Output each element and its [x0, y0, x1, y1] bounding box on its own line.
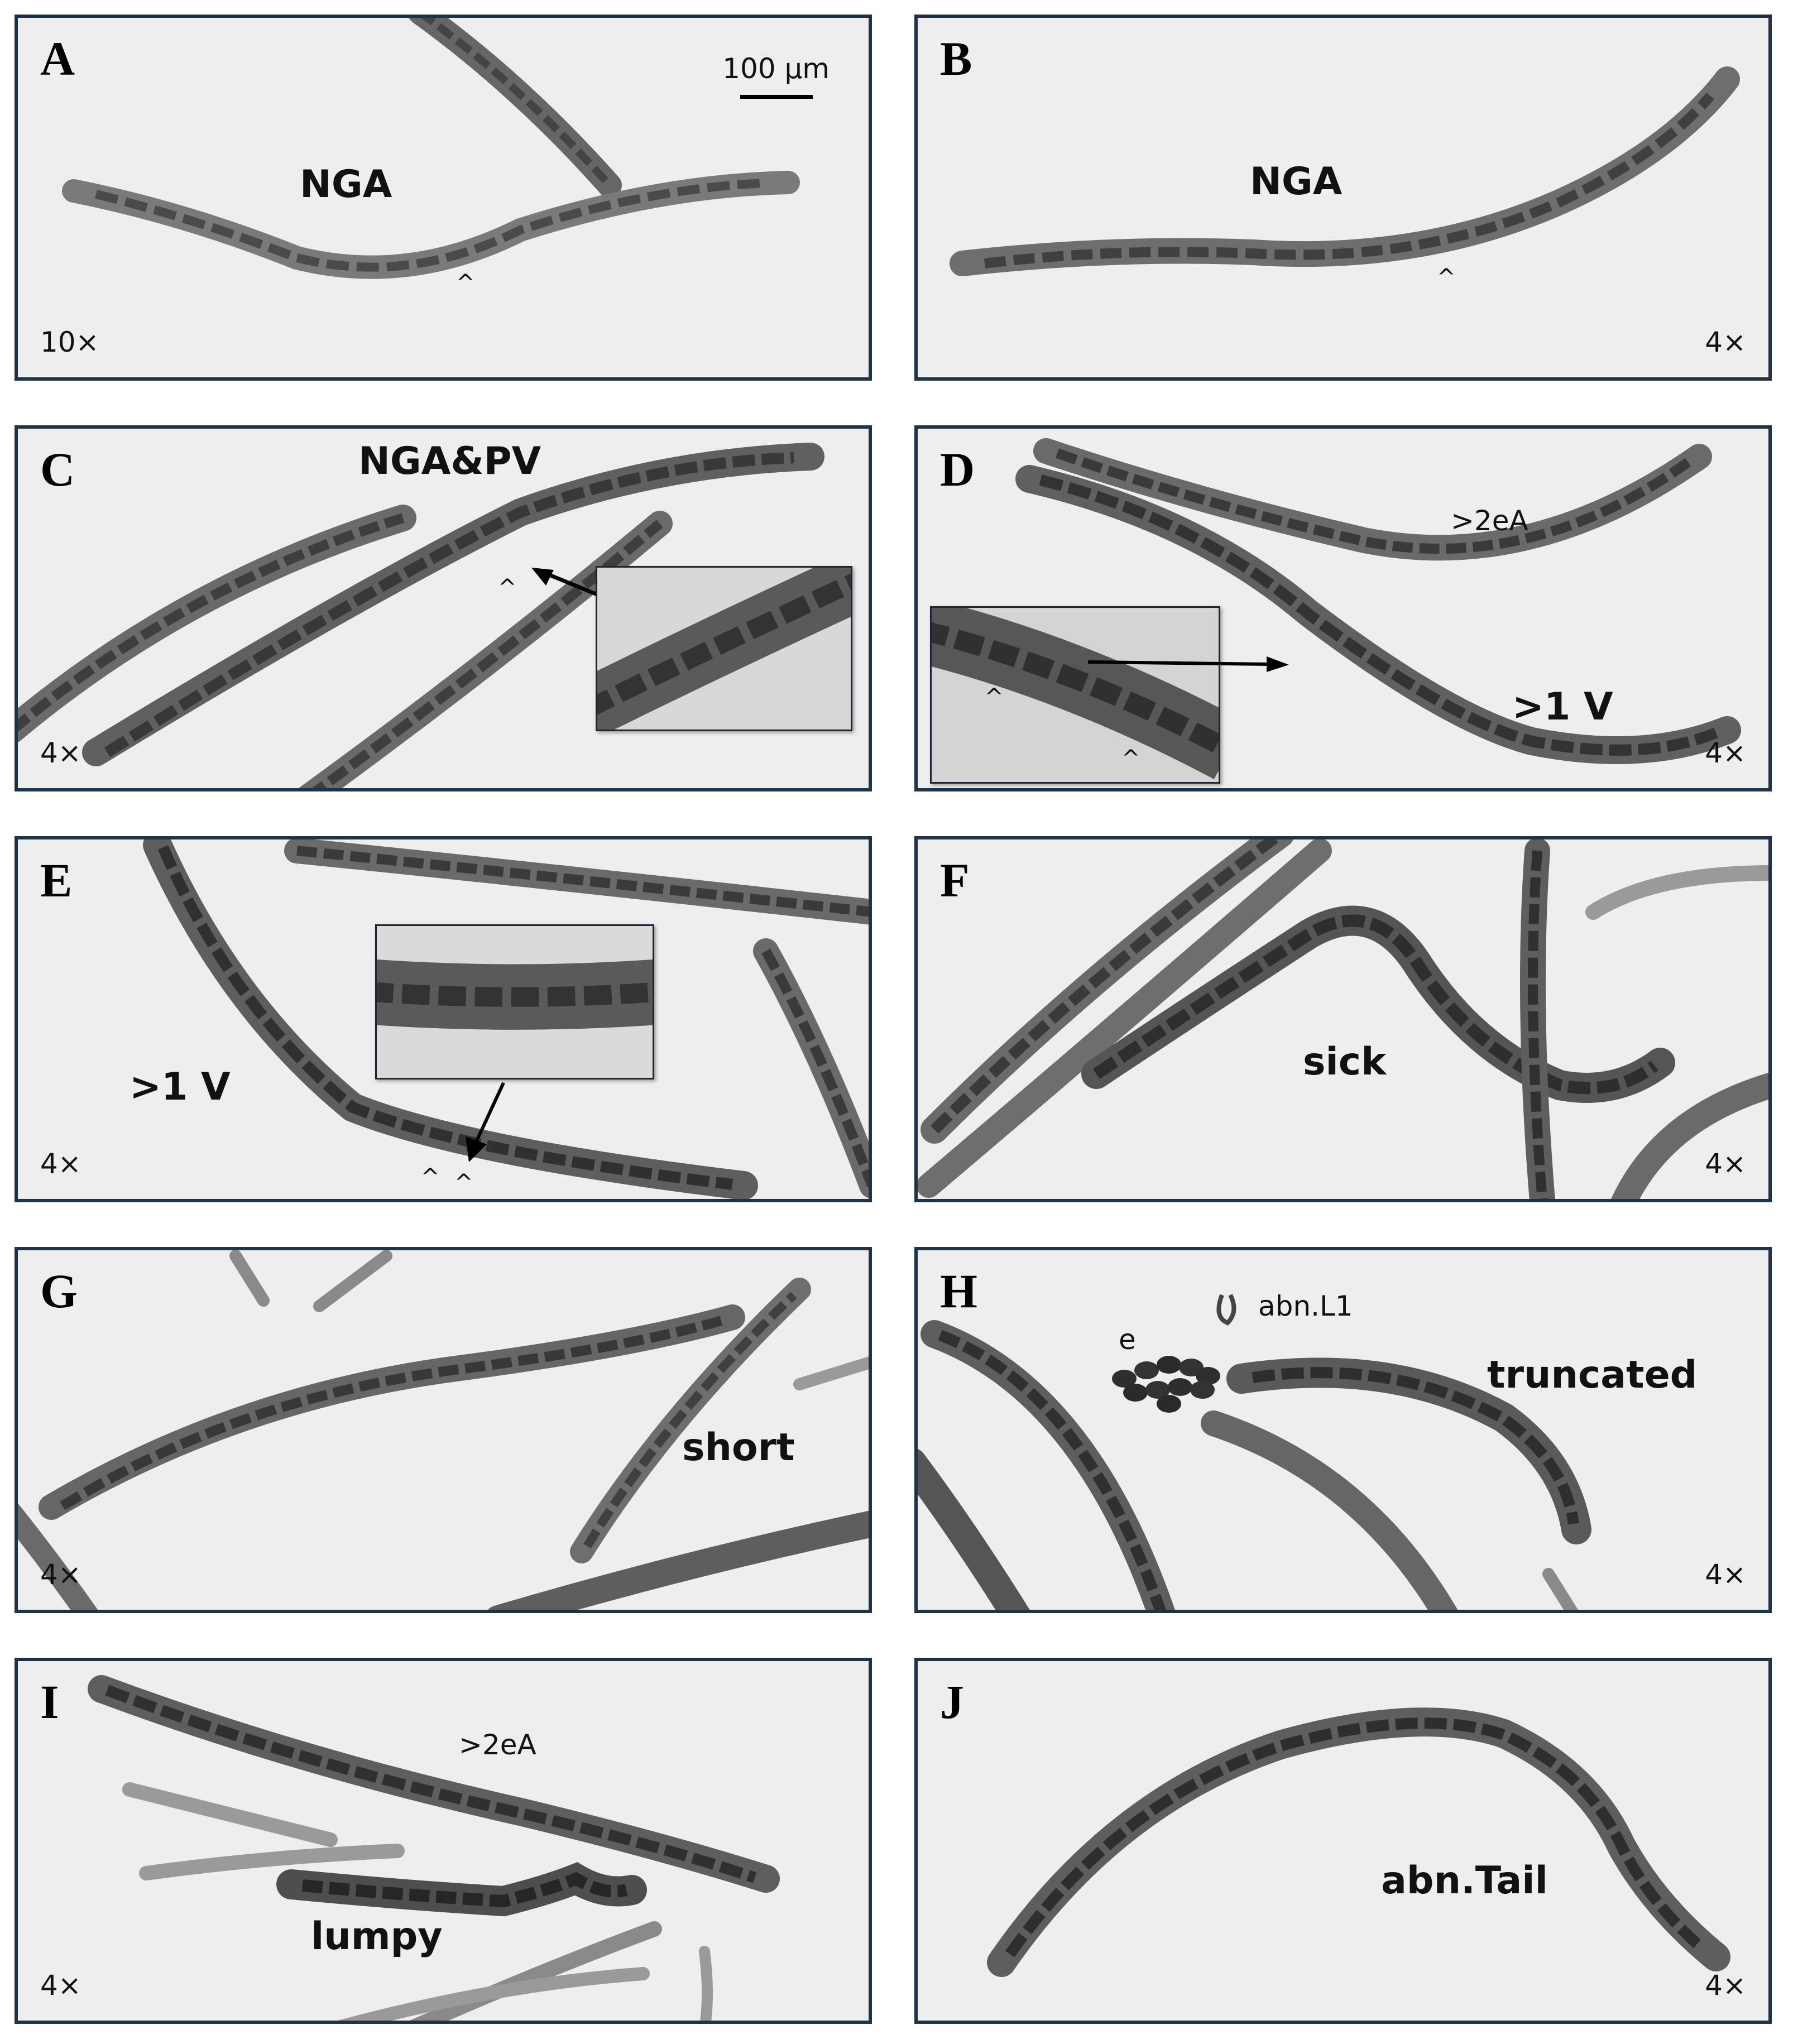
panel-letter: D: [940, 443, 975, 496]
panel-d: D >2eA >1 V ^ ^ 4×: [914, 425, 1772, 791]
magnification-label: 4×: [40, 1148, 82, 1180]
panel-letter: A: [40, 32, 75, 85]
magnification-label: 4×: [1705, 1558, 1746, 1591]
caret-marker: ^: [498, 575, 517, 601]
caret-marker: ^: [421, 1164, 440, 1190]
egg-label: e: [1119, 1323, 1136, 1356]
phenotype-label: abn.Tail: [1381, 1859, 1548, 1903]
scale-bar: [740, 95, 813, 99]
panel-letter: E: [40, 853, 73, 907]
panel-a: A 100 µm NGA ^ 10×: [15, 15, 872, 381]
panel-g-micrograph: [18, 1250, 869, 1610]
panel-e-micrograph: [143, 839, 869, 1199]
pointer-arrow: [1087, 656, 1289, 672]
magnification-label: 4×: [40, 1969, 82, 2002]
phenotype-label: NGA&PV: [358, 439, 541, 483]
panel-letter: J: [940, 1675, 964, 1729]
caret-marker: ^: [454, 1170, 473, 1196]
magnification-label: 4×: [1705, 1148, 1746, 1180]
panel-a-micrograph: [62, 18, 800, 279]
phenotype-label: >2eA: [1451, 505, 1528, 537]
phenotype-label: lumpy: [311, 1915, 443, 1959]
pointer-arrow: [466, 1082, 505, 1162]
panel-letter: I: [40, 1675, 59, 1729]
panel-b-micrograph: [950, 66, 1740, 276]
panel-letter: C: [40, 443, 75, 496]
panel-g: G short 4×: [15, 1247, 872, 1613]
caret-marker: ^: [1121, 746, 1140, 771]
panel-h-micrograph: [918, 1294, 1591, 1610]
zoom-inset: [375, 924, 654, 1079]
magnification-label: 4×: [40, 1558, 82, 1591]
panel-letter: F: [940, 853, 970, 907]
magnification-label: 4×: [1705, 737, 1746, 769]
magnification-label: 4×: [1705, 326, 1746, 358]
panel-i: I >2eA lumpy 4×: [15, 1658, 872, 2024]
phenotype-label: short: [682, 1426, 795, 1470]
panel-letter: H: [940, 1264, 977, 1318]
panel-j: J abn.Tail 4×: [914, 1658, 1772, 2024]
magnification-label: 10×: [40, 326, 99, 358]
phenotype-label: NGA: [300, 162, 392, 207]
scale-bar-label: 100 µm: [722, 52, 830, 85]
panel-b: B NGA ^ 4×: [914, 15, 1772, 381]
panel-f-micrograph: [918, 839, 1768, 1199]
caret-marker: ^: [1437, 265, 1456, 290]
panel-i-micrograph: [88, 1675, 780, 2021]
phenotype-label: >2eA: [459, 1729, 536, 1761]
phenotype-label: sick: [1303, 1040, 1387, 1084]
phenotype-label: abn.L1: [1258, 1290, 1353, 1322]
phenotype-label: truncated: [1487, 1353, 1698, 1397]
zoom-inset: ^ ^: [930, 606, 1220, 784]
panel-letter: G: [40, 1264, 78, 1318]
phenotype-label: NGA: [1250, 160, 1343, 204]
magnification-label: 4×: [1705, 1969, 1746, 2002]
panel-e: E >1 V ^ ^ 4×: [15, 836, 872, 1202]
panel-h: H abn.L1 e truncated 4×: [914, 1247, 1772, 1613]
phenotype-label: >1 V: [130, 1065, 231, 1109]
panel-c-micrograph: [18, 443, 824, 788]
panel-c: C NGA&PV ^ 4×: [15, 425, 872, 791]
caret-marker: ^: [456, 270, 475, 296]
magnification-label: 4×: [40, 737, 82, 769]
panel-d-micrograph: [1015, 438, 1741, 764]
panel-j-micrograph: [987, 1707, 1730, 1977]
zoom-inset: [596, 566, 852, 731]
panel-letter: B: [940, 32, 972, 85]
phenotype-label: >1 V: [1512, 685, 1613, 729]
panel-f: F sick 4×: [914, 836, 1772, 1202]
caret-marker: ^: [985, 684, 1004, 710]
